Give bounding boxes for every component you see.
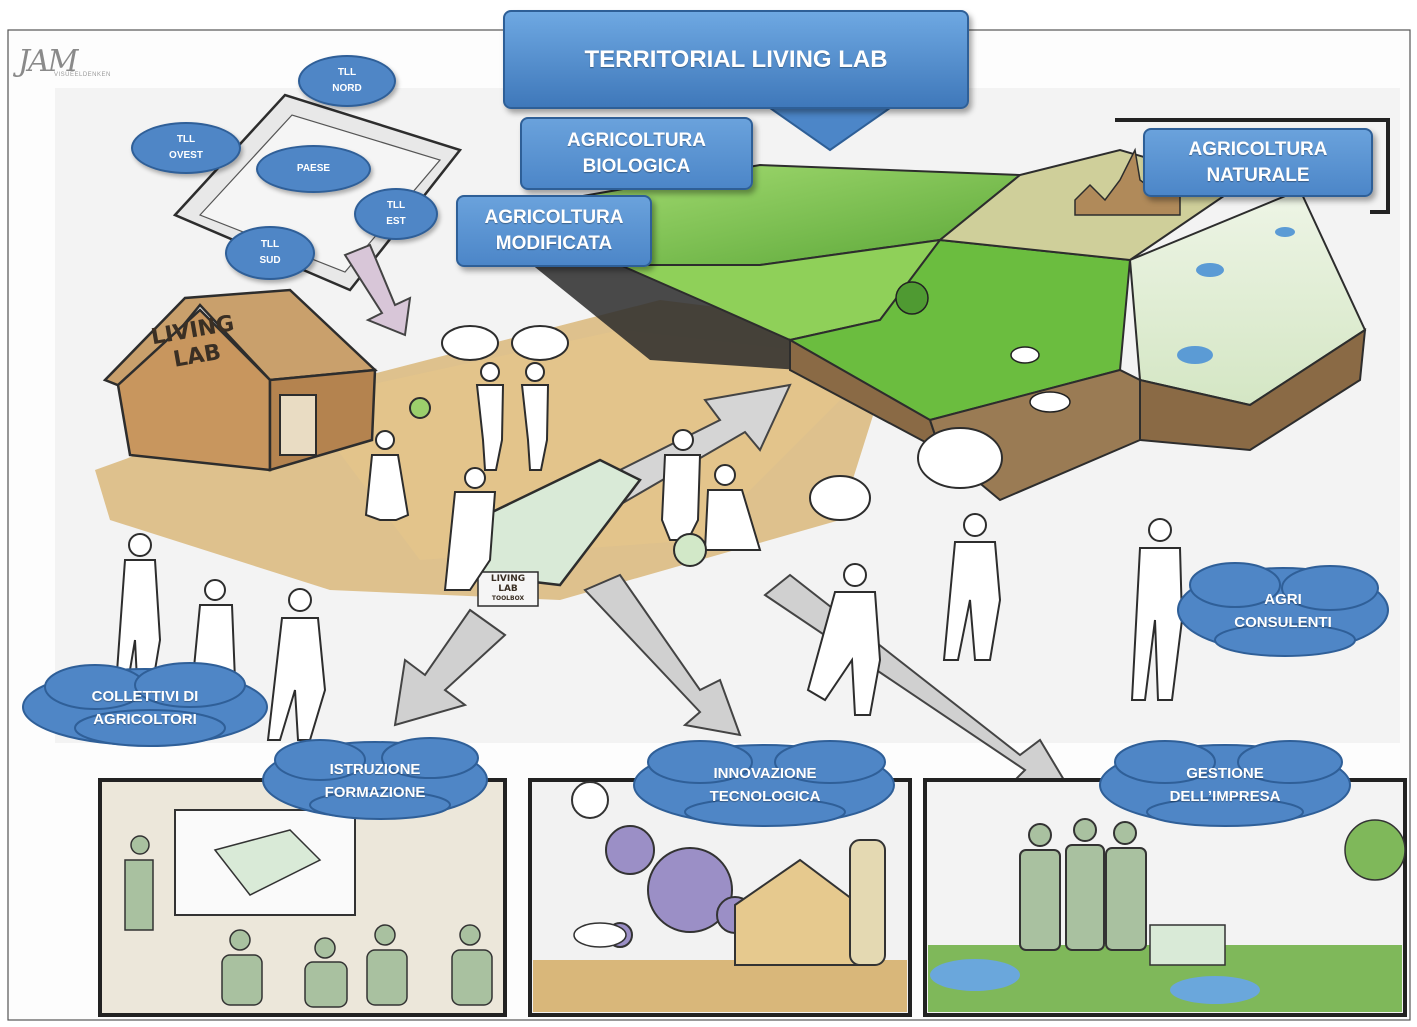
barn-door xyxy=(279,394,317,456)
thought-bubble xyxy=(809,475,871,521)
page-title: TERRITORIAL LIVING LAB xyxy=(503,10,969,109)
cloud-label-line: ISTRUZIONE xyxy=(329,760,421,778)
speech-bubble xyxy=(441,325,499,361)
page-title-text: TERRITORIAL LIVING LAB xyxy=(584,45,888,73)
cow xyxy=(1029,391,1071,413)
oval-label-line: EST xyxy=(386,216,406,227)
tree xyxy=(895,281,929,315)
label-istruzione: ISTRUZIONE FORMAZIONE xyxy=(270,748,480,813)
toolbox-sign-text: LIVING LAB TOOLBOX xyxy=(478,574,538,604)
soil-edge-right xyxy=(1139,328,1367,452)
box-label-line: AGRICOLTURA xyxy=(1188,138,1328,160)
pond xyxy=(1275,227,1295,237)
box-label-line: AGRICOLTURA xyxy=(484,207,624,228)
cloud-label-line: CONSULENTI xyxy=(1234,613,1332,631)
gear xyxy=(673,533,707,567)
oval-tll-sud: TLL SUD xyxy=(225,226,315,280)
speech-bubble xyxy=(511,325,569,361)
toolbox-sign-line: LIVING xyxy=(490,574,526,584)
label-gestione: GESTIONE DELL’IMPRESA xyxy=(1110,752,1340,817)
oval-label-line: NORD xyxy=(332,83,362,94)
cloud-label-line: COLLETTIVI DI xyxy=(91,687,199,705)
village xyxy=(1074,147,1181,216)
pond xyxy=(1177,346,1213,364)
cloud-consulenti xyxy=(1177,562,1389,657)
cloud-label-line: GESTIONE xyxy=(1186,764,1264,782)
pond xyxy=(1196,263,1224,277)
jam-logo-subtext: VISUEELDENKEN xyxy=(54,72,111,78)
oval-label-line: TLL xyxy=(386,200,406,211)
panel-istruzione xyxy=(98,778,507,1017)
label-consulenti: AGRI CONSULENTI xyxy=(1185,578,1381,643)
people-group xyxy=(113,362,1184,741)
label-innovazione: INNOVAZIONE TECNOLOGICA xyxy=(645,752,885,817)
label-collettivi: COLLETTIVI DI AGRICOLTORI xyxy=(30,675,260,740)
arrow-to-istruzione xyxy=(393,608,507,727)
arrow-map-to-barn xyxy=(343,243,412,337)
oval-label-line: OVEST xyxy=(169,150,203,161)
cow xyxy=(1010,346,1040,364)
cloud-innovazione xyxy=(633,740,895,827)
cloud-label-line: AGRI xyxy=(1264,590,1302,608)
cloud-collettivi xyxy=(22,662,268,747)
oval-label-line: SUD xyxy=(259,255,281,266)
cloud-label-line: INNOVAZIONE xyxy=(713,764,817,782)
oval-paese: PAESE xyxy=(256,145,371,193)
oval-tll-ovest: TLL OVEST xyxy=(131,122,241,174)
box-label-line: AGRICOLTURA xyxy=(567,129,706,151)
thought-bubble xyxy=(917,427,1003,489)
box-agricoltura-naturale: AGRICOLTURA NATURALE xyxy=(1143,128,1373,197)
cloud-istruzione xyxy=(262,737,488,820)
cloud-label-line: DELL’IMPRESA xyxy=(1169,787,1281,805)
box-label-line: NATURALE xyxy=(1206,164,1310,186)
oval-label-line: TLL xyxy=(337,67,357,78)
arrow-to-innovazione xyxy=(583,573,742,737)
oval-label-line: PAESE xyxy=(296,163,331,174)
box-agricoltura-biologica: AGRICOLTURA BIOLOGICA xyxy=(520,117,753,190)
oval-tll-est: TLL EST xyxy=(354,188,438,240)
oval-label-line: TLL xyxy=(176,134,196,145)
cloud-label-line: FORMAZIONE xyxy=(324,783,426,801)
jam-logo: JAM xyxy=(18,44,78,79)
cloud-gestione xyxy=(1099,740,1351,827)
naturale-bracket xyxy=(1115,118,1390,214)
gear xyxy=(409,397,431,419)
box-label-line: BIOLOGICA xyxy=(582,155,691,177)
toolbox-sign-line: TOOLBOX xyxy=(491,595,525,602)
cloud-label-line: AGRICOLTORI xyxy=(93,710,197,728)
box-label-line: MODIFICATA xyxy=(495,233,613,254)
cloud-label-line: TECNOLOGICA xyxy=(709,787,821,805)
toolbox-sign xyxy=(477,571,539,607)
toolbox-sign-line: LAB xyxy=(498,584,518,594)
oval-label-line: TLL xyxy=(260,239,280,250)
box-agricoltura-modificata: AGRICOLTURA MODIFICATA xyxy=(456,195,652,267)
oval-tll-nord: TLL NORD xyxy=(298,55,396,107)
